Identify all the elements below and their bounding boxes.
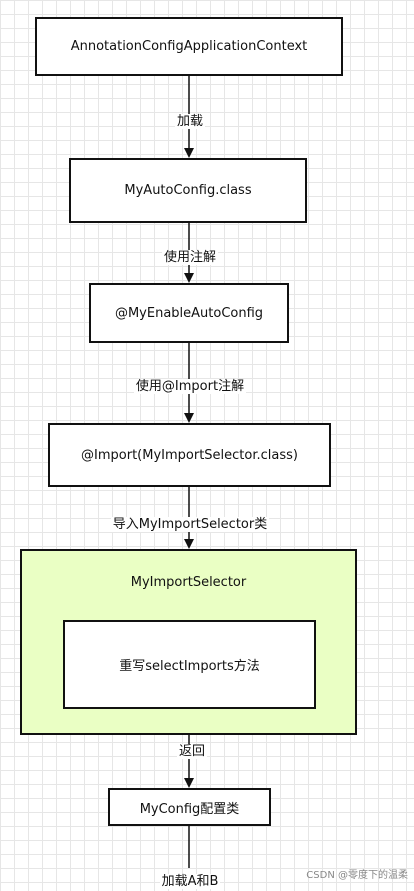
node-annotation-config-context: AnnotationConfigApplicationContext: [35, 17, 343, 76]
node-override-select-imports: 重写selectImports方法: [63, 620, 316, 709]
edge-label-load: 加载: [174, 114, 205, 129]
edge-label-import-class: 导入MyImportSelector类: [110, 517, 270, 532]
node-label: 重写selectImports方法: [119, 659, 260, 674]
node-label: MyAutoConfig.class: [124, 183, 252, 198]
edge-label-use-import: 使用@Import注解: [133, 379, 247, 394]
edge-label-return: 返回: [176, 744, 207, 759]
node-label: @Import(MyImportSelector.class): [81, 447, 298, 463]
node-label: @MyEnableAutoConfig: [114, 305, 264, 321]
edge-label-use-annotation: 使用注解: [161, 250, 218, 265]
node-my-enable-auto-config: @MyEnableAutoConfig: [89, 283, 289, 343]
csdn-watermark: CSDN @零度下的温柔: [306, 870, 408, 881]
edge-label-load-ab: 加载A和B: [159, 874, 221, 889]
node-import-selector-class: @Import(MyImportSelector.class): [48, 423, 331, 487]
node-label: AnnotationConfigApplicationContext: [70, 39, 308, 54]
container-title: MyImportSelector: [130, 575, 247, 590]
node-my-auto-config: MyAutoConfig.class: [69, 158, 307, 223]
node-label: MyConfig配置类: [139, 801, 240, 817]
node-my-config-class: MyConfig配置类: [108, 788, 271, 826]
